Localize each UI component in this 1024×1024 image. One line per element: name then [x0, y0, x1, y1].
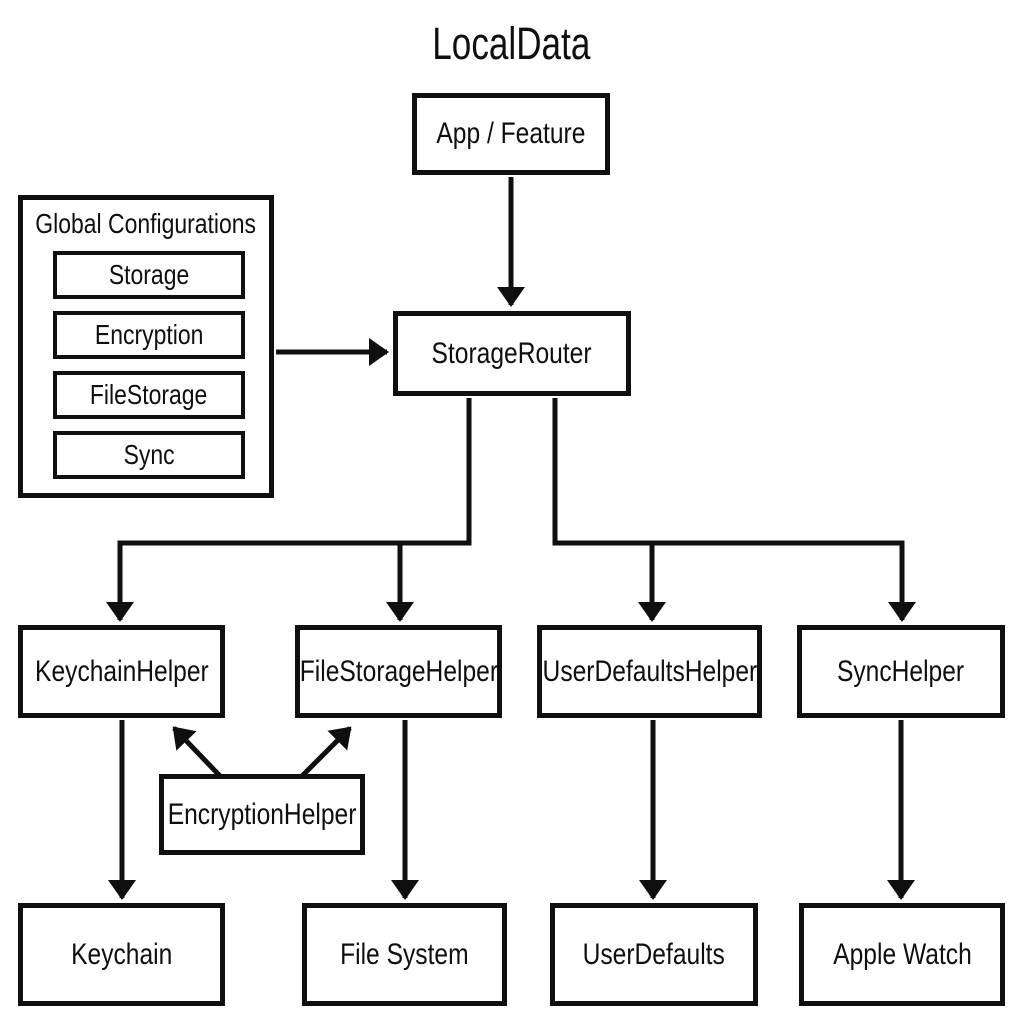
- node-encryption-config-label: Encryption: [94, 319, 204, 350]
- diagram-title: LocalData: [0, 18, 1022, 70]
- node-keychain-helper: KeychainHelper: [18, 625, 225, 718]
- node-file-system: File System: [302, 903, 507, 1006]
- node-filestorage-config-label: FileStorage: [90, 379, 208, 410]
- node-encryption-helper: EncryptionHelper: [159, 774, 365, 855]
- node-user-defaults-label: UserDefaults: [582, 937, 726, 971]
- node-storage-router: StorageRouter: [393, 311, 631, 396]
- node-encryption-helper-label: EncryptionHelper: [167, 797, 357, 831]
- node-user-defaults-helper: UserDefaultsHelper: [537, 625, 762, 718]
- edge-storagerouter-to-keychainhelper: [106, 398, 472, 622]
- edge-encryptionhelper-to-filestoragehelper: [300, 726, 352, 778]
- node-keychain-helper-label: KeychainHelper: [34, 654, 209, 688]
- node-sync-helper-label: SyncHelper: [837, 654, 965, 688]
- node-keychain: Keychain: [18, 903, 225, 1006]
- node-apple-watch: Apple Watch: [799, 903, 1005, 1006]
- node-user-defaults: UserDefaults: [550, 903, 758, 1006]
- node-keychain-label: Keychain: [70, 937, 173, 971]
- diagram-title-label: LocalData: [431, 18, 591, 69]
- node-apple-watch-label: Apple Watch: [832, 937, 972, 971]
- node-file-system-label: File System: [340, 937, 469, 971]
- edge-encryptionhelper-to-keychainhelper: [172, 726, 222, 778]
- global-configurations-title: Global Configurations: [23, 208, 269, 240]
- node-app-feature-label: App / Feature: [436, 117, 586, 150]
- node-file-storage-helper-label: FileStorageHelper: [299, 654, 498, 688]
- node-storage-config: Storage: [53, 251, 245, 299]
- node-sync-config-label: Sync: [123, 439, 175, 470]
- node-global-configurations: Global Configurations Storage Encryption…: [18, 195, 274, 498]
- node-app-feature: App / Feature: [412, 93, 610, 175]
- node-filestorage-config: FileStorage: [53, 371, 245, 419]
- node-sync-config: Sync: [53, 431, 245, 479]
- node-user-defaults-helper-label: UserDefaultsHelper: [542, 654, 757, 688]
- node-storage-router-label: StorageRouter: [431, 336, 593, 370]
- node-encryption-config: Encryption: [53, 311, 245, 359]
- global-configurations-title-label: Global Configurations: [35, 208, 257, 239]
- edge-storagerouter-to-synchelper: [552, 398, 916, 622]
- node-file-storage-helper: FileStorageHelper: [295, 625, 502, 718]
- node-sync-helper: SyncHelper: [797, 625, 1005, 718]
- node-storage-config-label: Storage: [108, 259, 190, 290]
